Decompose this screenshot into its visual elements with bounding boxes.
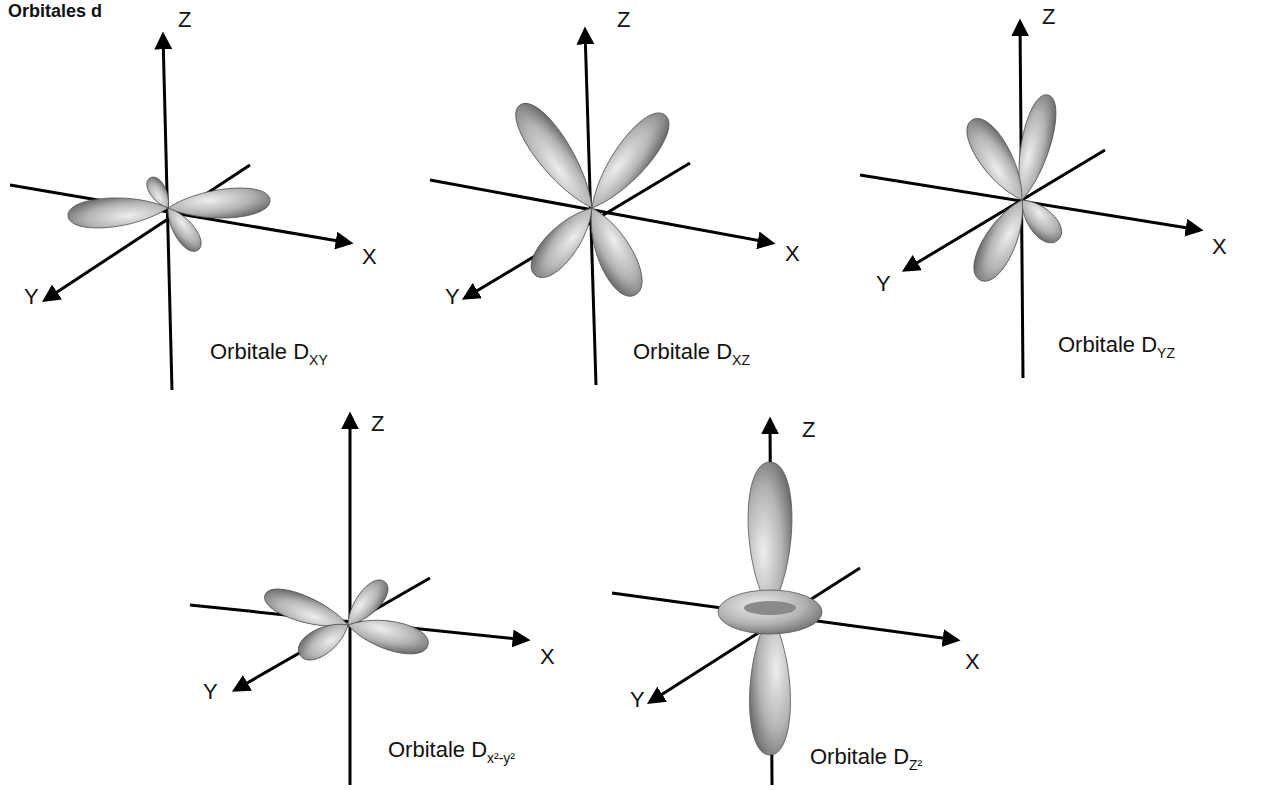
axis-name: Y (876, 271, 891, 296)
axis-label: Z (371, 412, 384, 436)
orbital-caption: Orbitale DYZ (1058, 333, 1175, 357)
orbital-lobe (344, 611, 431, 659)
orbital-lobe (966, 193, 1036, 288)
axis-name: Y (445, 284, 460, 309)
orbital-subscript: XY (309, 352, 328, 368)
axis-label: Z (617, 8, 630, 32)
axis-name: Y (203, 679, 218, 704)
axis-label: Y (24, 285, 39, 309)
axis-label: Y (630, 688, 645, 712)
orbital-panel (612, 420, 957, 785)
axis-name: Z (1042, 4, 1055, 29)
orbital-lobe (506, 95, 607, 218)
axis-label: Z (178, 8, 191, 32)
axis-label: Z (802, 418, 815, 442)
orbital-caption: Orbitale Dx²-y² (388, 738, 515, 762)
axis-name: X (965, 649, 980, 674)
axis-label: Z (1042, 5, 1055, 29)
orbital-caption: Orbitale DZ² (810, 745, 922, 769)
axis-name: Z (802, 417, 815, 442)
caption-text: Orbitale D (633, 339, 732, 364)
diagram-title: Orbitales d (8, 2, 102, 22)
axis-arrow (349, 415, 352, 785)
orbital-panel (860, 22, 1200, 378)
orbital-lobe (167, 185, 271, 222)
axis-label: X (362, 245, 377, 269)
orbital-lobe (67, 193, 169, 230)
axis-name: Z (178, 7, 191, 32)
orbital-torus (718, 590, 822, 634)
axis-label: Y (203, 680, 218, 704)
caption-text: Orbitale D (810, 744, 909, 769)
axis-name: X (540, 644, 555, 669)
orbital-panel (190, 415, 527, 785)
orbital-subscript: x²-y² (487, 750, 515, 766)
axis-label: X (965, 650, 980, 674)
orbital-lobe (576, 200, 650, 303)
orbital-subscript: XZ (732, 352, 750, 368)
orbital-panel (430, 30, 772, 385)
orbital-subscript: YZ (1157, 345, 1175, 361)
axis-name: Y (24, 284, 39, 309)
orbital-lobe (293, 614, 355, 666)
axis-name: Z (617, 7, 630, 32)
axis-name: X (1212, 234, 1227, 259)
caption-text: Orbitale D (210, 339, 309, 364)
axis-name: Z (371, 411, 384, 436)
axis-name: Y (630, 687, 645, 712)
orbital-subscript: Z² (909, 757, 922, 773)
caption-text: Orbitale D (388, 737, 487, 762)
axis-name: X (785, 241, 800, 266)
orbital-lobe (748, 462, 792, 612)
axis-label: Y (445, 285, 460, 309)
axis-label: X (785, 242, 800, 266)
axis-label: X (1212, 235, 1227, 259)
axis-arrow (45, 165, 250, 300)
orbital-lobe (958, 111, 1035, 208)
orbital-caption: Orbitale DXY (210, 340, 328, 364)
axis-label: X (540, 645, 555, 669)
orbital-caption: Orbitale DXZ (633, 340, 750, 364)
axis-label: Y (876, 272, 891, 296)
caption-text: Orbitale D (1058, 332, 1157, 357)
torus-hole (744, 601, 796, 615)
orbital-panel (10, 35, 350, 390)
axis-name: X (362, 244, 377, 269)
orbital-lobe (578, 104, 679, 219)
